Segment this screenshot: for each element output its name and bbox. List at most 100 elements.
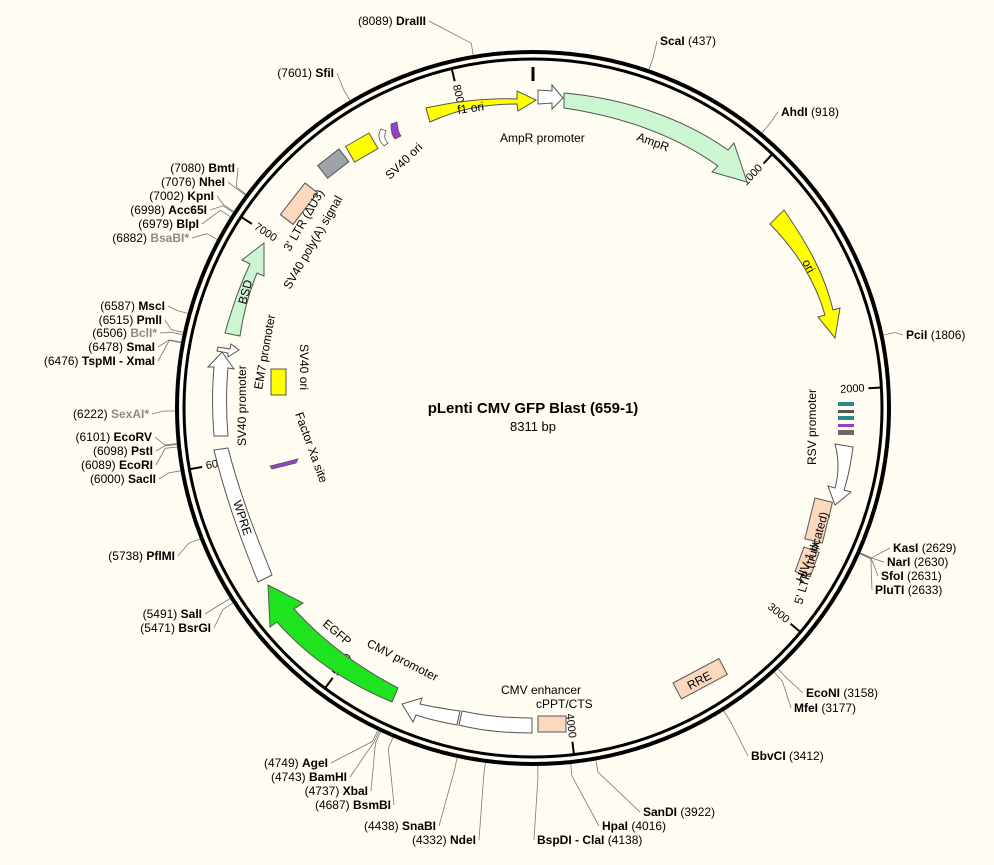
rsv-element-4 — [838, 424, 854, 427]
tick-mark — [240, 215, 253, 225]
restriction-site-name: NheI — [199, 175, 225, 189]
restriction-site-label: EcoNI (3158) — [806, 686, 878, 700]
restriction-site-label: (4749) AgeI — [264, 756, 328, 770]
cmv-enhancer-block[interactable] — [458, 710, 533, 734]
feature-label-sv40-ori: SV40 ori — [382, 140, 425, 182]
ampr-promoter-arrow[interactable] — [537, 83, 564, 111]
site-leader-line — [570, 763, 600, 827]
cmv-promoter-arrow[interactable] — [401, 697, 461, 726]
site-leader-line — [859, 553, 879, 577]
restriction-site-name: SexAI* — [111, 407, 149, 421]
site-leader-line — [167, 305, 188, 314]
restriction-site-label: BspDI - ClaI (4138) — [537, 833, 642, 847]
site-leader-line — [201, 209, 231, 225]
restriction-site-label: (4743) BamHI — [271, 770, 347, 784]
restriction-site-label: (5738) PflMI — [108, 549, 175, 563]
restriction-site-position: (5491) — [143, 607, 178, 621]
tick-label: 2000 — [840, 382, 865, 395]
restriction-site-position: (8089) — [358, 14, 393, 28]
restriction-site-name: PflMI — [146, 549, 175, 563]
sv40-ori-inner-block[interactable] — [270, 368, 287, 396]
restriction-site-position: (2630) — [914, 555, 949, 569]
restriction-site-name: NarI — [887, 555, 910, 569]
rre-block[interactable] — [672, 657, 729, 700]
hiv1-psi-block[interactable] — [794, 546, 820, 578]
rsv-element-2 — [838, 410, 854, 413]
restriction-site-name: NdeI — [450, 833, 476, 847]
feature-label-factor-xa: Factor Xa site — [292, 410, 331, 485]
tick-mark — [868, 386, 882, 390]
restriction-site-label: (6476) TspMI - XmaI — [44, 354, 155, 368]
egfp-arrow[interactable] — [267, 584, 399, 703]
restriction-site-name: SfoI — [881, 569, 904, 583]
restriction-site-label: (6478) SmaI — [88, 340, 155, 354]
em7-promoter-arrow[interactable] — [216, 343, 240, 358]
restriction-site-label: (6222) SexAI* — [73, 407, 149, 421]
restriction-site-position: (4332) — [412, 833, 447, 847]
gray-feature-block — [317, 148, 350, 179]
feature-label-sv40-ori-inner: SV40 ori — [297, 344, 311, 390]
f1-ori-arrow[interactable] — [425, 90, 538, 123]
bsd-arrow[interactable] — [224, 241, 265, 337]
site-leader-line — [216, 195, 235, 212]
factor-xa-site-mark[interactable] — [269, 458, 299, 470]
site-leader-line — [151, 410, 176, 415]
restriction-site-label: (6515) PmlI — [99, 313, 162, 327]
restriction-site-position: (2633) — [908, 583, 943, 597]
rsv-element-1 — [838, 402, 854, 406]
restriction-site-name: BamHI — [309, 770, 347, 784]
sv40-polya-block[interactable] — [279, 182, 319, 226]
restriction-site-label: SanDI (3922) — [643, 805, 715, 819]
site-leader-line — [159, 331, 183, 336]
restriction-site-position: (5471) — [140, 621, 175, 635]
restriction-site-label: PciI (1806) — [906, 328, 965, 342]
site-leader-lines — [151, 20, 904, 841]
restriction-site-name: MscI — [138, 299, 165, 313]
plasmid-length: 8311 bp — [510, 419, 556, 434]
restriction-site-position: (3177) — [821, 701, 856, 715]
ampr-arrow[interactable] — [563, 92, 748, 183]
restriction-site-label: (7601) SfiI — [277, 66, 334, 80]
site-leader-line — [883, 332, 904, 336]
site-leader-line — [227, 181, 246, 196]
ori-arrow[interactable] — [769, 209, 841, 340]
restriction-site-position: (6476) — [44, 354, 79, 368]
restriction-site-name: BsmBI — [353, 798, 391, 812]
restriction-site-position: (3412) — [789, 749, 824, 763]
restriction-site-position: (6089) — [81, 458, 116, 472]
site-leader-line — [595, 760, 641, 813]
rsv-promoter-arrow[interactable] — [827, 443, 854, 506]
restriction-site-name: KpnI — [187, 189, 214, 203]
cppt-cts-block[interactable] — [537, 715, 567, 733]
restriction-site-position: (1806) — [931, 328, 966, 342]
restriction-site-name: ScaI — [660, 34, 685, 48]
restriction-site-label: (6998) Acc65I — [130, 203, 207, 217]
restriction-site-label: ScaI (437) — [660, 34, 716, 48]
5-ltr-block[interactable] — [804, 497, 834, 544]
restriction-site-position: (6098) — [93, 444, 128, 458]
feature-label-cppt-cts: cPPT/CTS — [536, 697, 593, 711]
sv40-small-purple — [390, 121, 402, 140]
tick-mark — [789, 622, 802, 633]
sv40-ori-block[interactable] — [344, 132, 379, 163]
site-leader-line — [154, 436, 177, 446]
restriction-site-position: (6000) — [90, 472, 125, 486]
feature-label-cmv-enhancer: CMV enhancer — [501, 683, 581, 697]
restriction-site-position: (4438) — [364, 819, 399, 833]
restriction-site-label: MfeI (3177) — [794, 701, 856, 715]
restriction-site-name: SfiI — [315, 66, 334, 80]
restriction-site-position: (918) — [811, 105, 839, 119]
restriction-site-position: (6506) — [92, 326, 127, 340]
restriction-site-label: (7076) NheI — [161, 175, 225, 189]
restriction-site-label: (4737) XbaI — [305, 784, 368, 798]
sv40-promoter-arrow[interactable] — [206, 351, 236, 437]
site-leader-line — [213, 602, 234, 629]
restriction-site-label: SfoI (2631) — [881, 569, 942, 583]
restriction-site-position: (4016) — [631, 819, 666, 833]
restriction-site-position: (6515) — [99, 313, 134, 327]
restriction-site-label: KasI (2629) — [893, 541, 956, 555]
restriction-site-label: BbvCI (3412) — [751, 749, 824, 763]
tick-mark — [189, 465, 203, 471]
wpre-block[interactable] — [213, 447, 273, 583]
